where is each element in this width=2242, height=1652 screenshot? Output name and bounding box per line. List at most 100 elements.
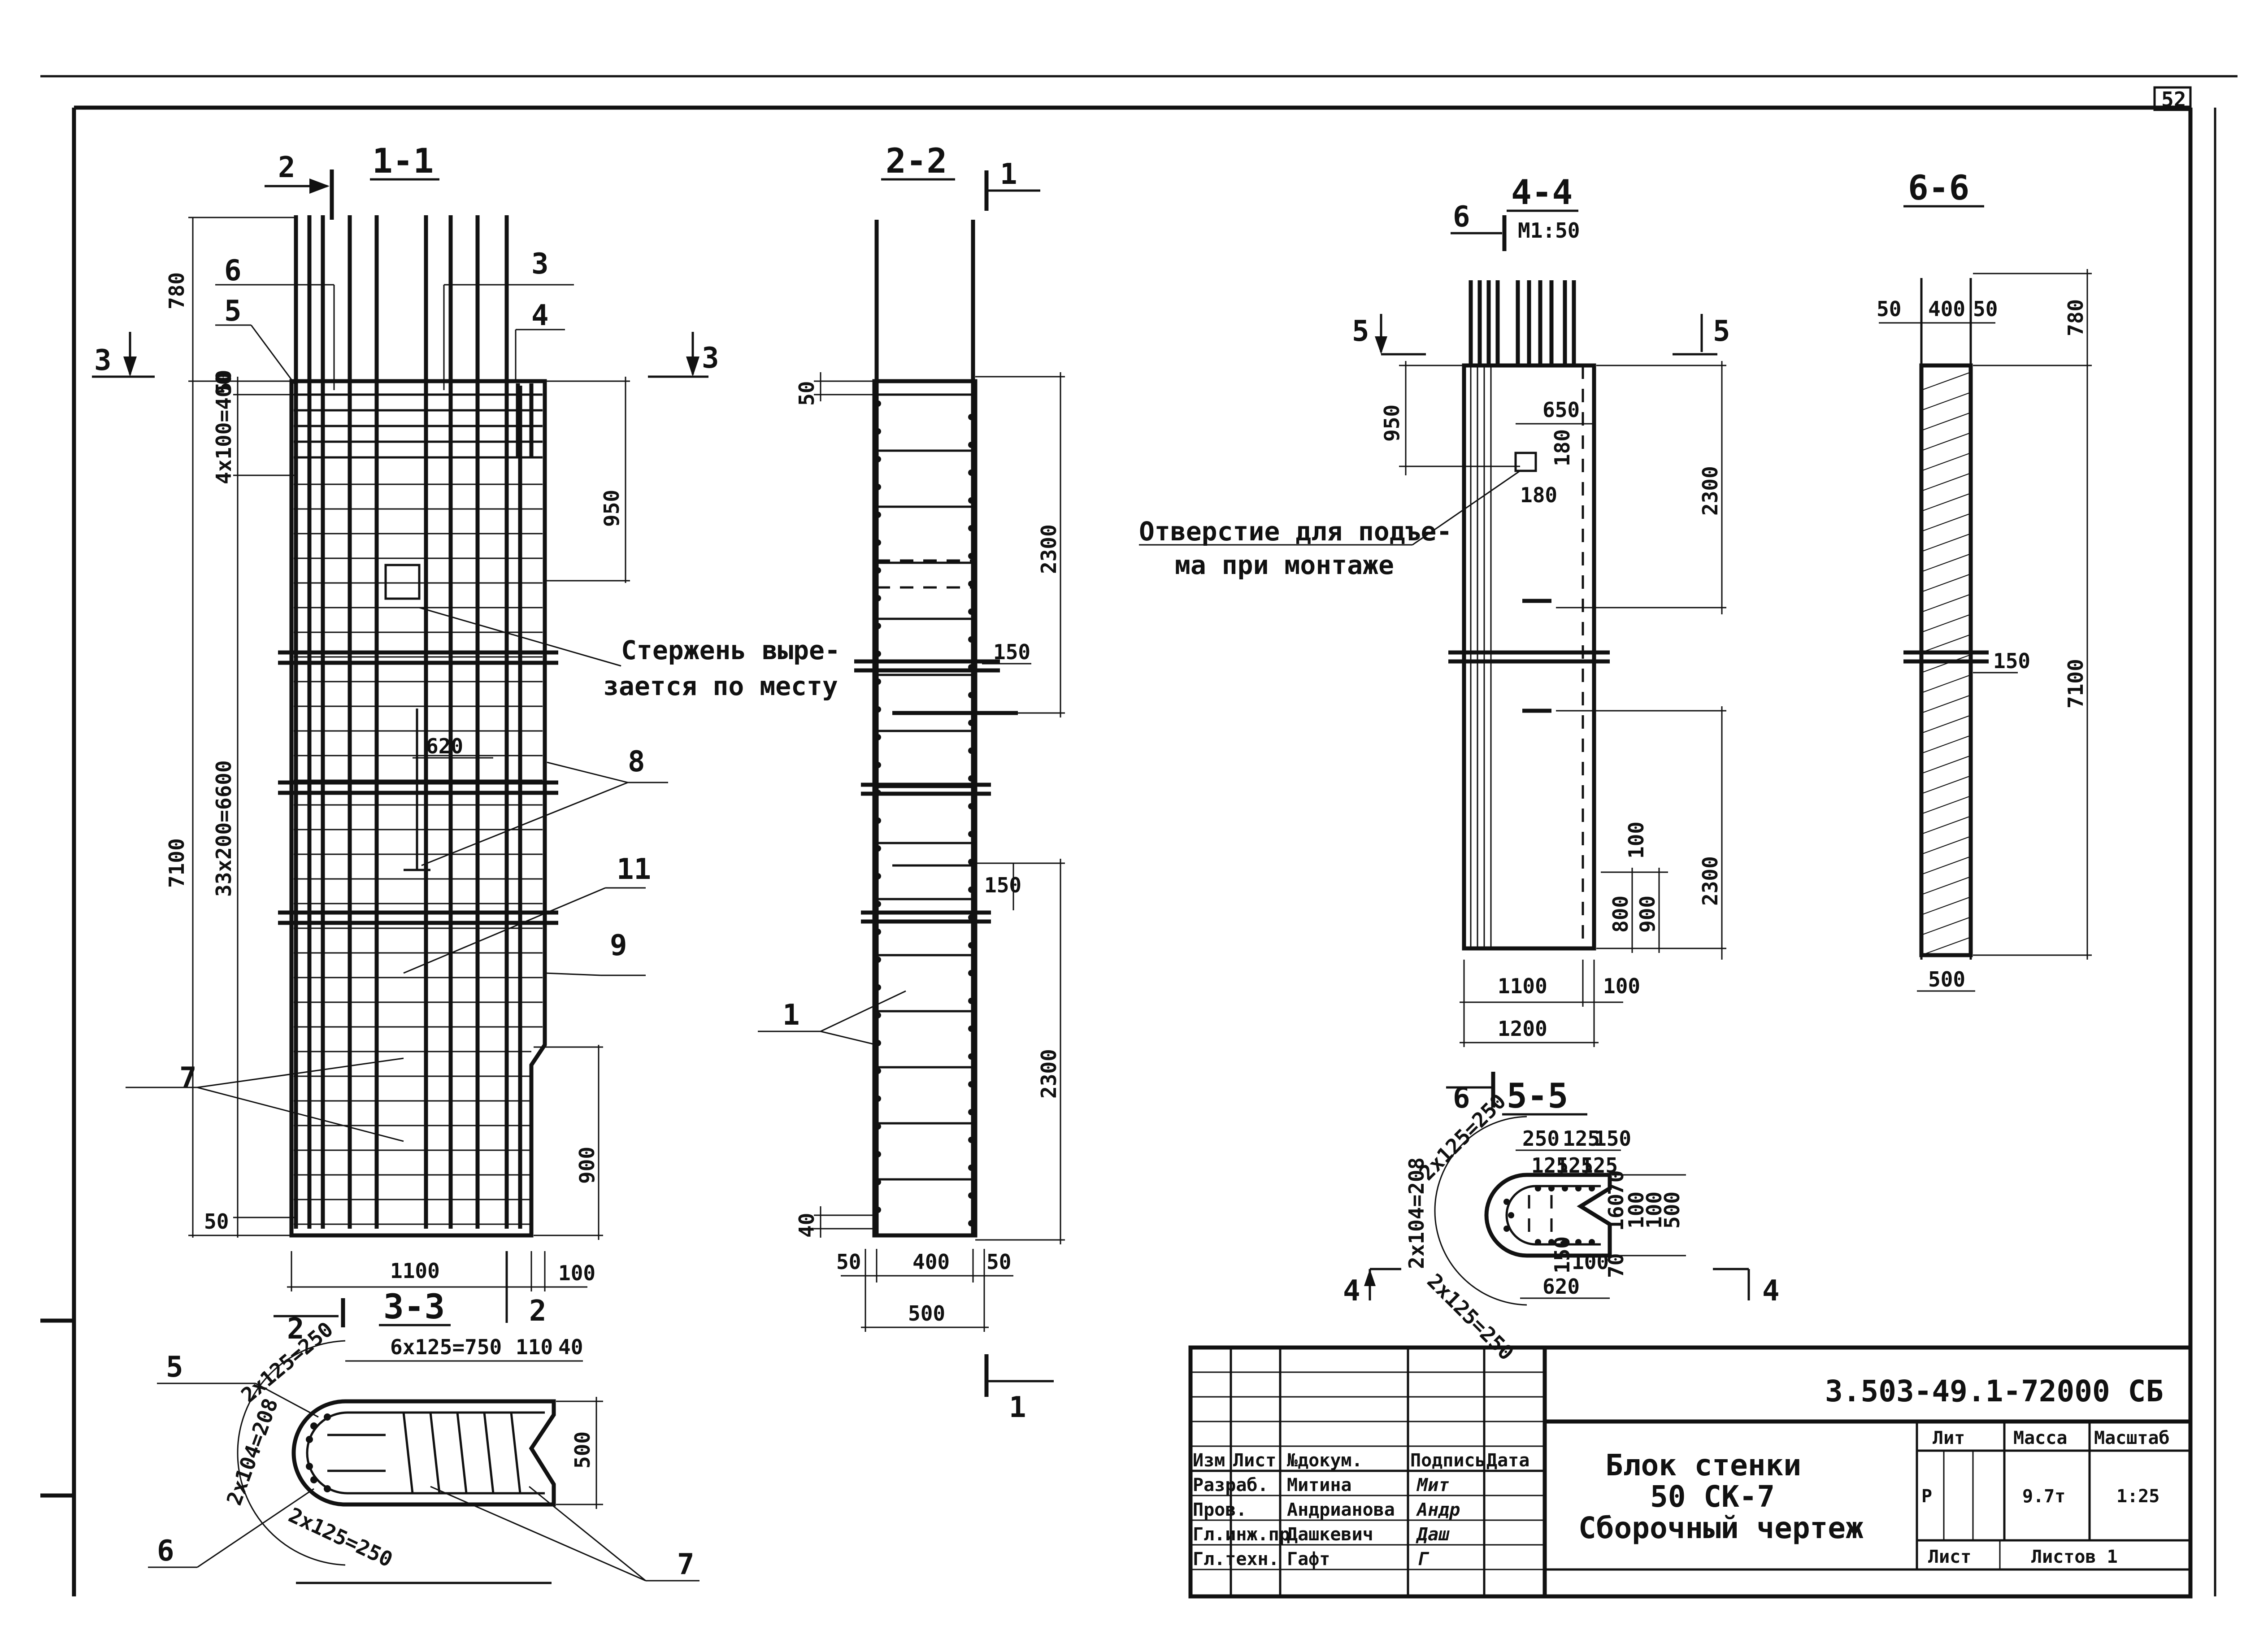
rebar-dot <box>310 1422 317 1430</box>
section-hatch <box>1921 372 1971 956</box>
rebar-dot <box>875 1096 881 1102</box>
hatch-line <box>1921 715 1971 734</box>
dim-66-500: 500 <box>1928 967 1965 991</box>
dim-66-7100: 7100 <box>2064 659 2088 709</box>
hatch-line <box>1921 473 1971 491</box>
role-checker: Пров. <box>1193 1500 1247 1520</box>
sign-developer: Мит <box>1416 1475 1449 1495</box>
rebar-dot <box>968 803 974 809</box>
rebar-dot <box>968 1053 974 1060</box>
role-developer: Разраб. <box>1193 1475 1269 1495</box>
dim-44-2300-top: 2300 <box>1698 466 1722 516</box>
section-title-3-3: 3-3 <box>383 1287 445 1326</box>
rebar-dot <box>968 442 974 448</box>
dim-22-50-top: 50 <box>795 381 819 406</box>
hatch-line <box>1921 695 1971 713</box>
rebar-dot <box>1535 1239 1541 1245</box>
dim-55-250-bottom: 2x125=250 <box>1422 1269 1518 1365</box>
dim-33-500: 500 <box>570 1431 595 1469</box>
hatch-line <box>1921 836 1971 855</box>
dim-66-780: 780 <box>2064 299 2088 336</box>
cut-mark-1-top: 1 <box>1000 158 1017 191</box>
hatch-line <box>1921 755 1971 774</box>
callout-11-7: 7 <box>179 1061 197 1095</box>
hatch-line <box>1921 937 1971 956</box>
dim-22-150-a: 150 <box>993 640 1030 664</box>
dim-11-1100: 1100 <box>390 1259 440 1283</box>
stirrup-line <box>402 1412 414 1494</box>
rebar-dot <box>1548 1185 1555 1191</box>
view-3-3: 3-3 2 2x125=250 6x125=750 110 40 500 2x1… <box>148 1287 700 1584</box>
rebar-dot <box>968 1192 974 1199</box>
rebar-dot <box>875 1207 881 1213</box>
dim-55-125-b: 125 <box>1531 1153 1569 1178</box>
dim-55-125-a: 125 <box>1563 1126 1600 1151</box>
rebar-dot <box>968 525 974 531</box>
role-chief-technologist: Гл.техн. <box>1193 1549 1279 1569</box>
callout-33-5: 5 <box>166 1351 183 1384</box>
header-doc: №докум. <box>1287 1450 1363 1471</box>
rebar-dot <box>1508 1212 1514 1218</box>
sheet-label: Лист <box>1928 1547 1971 1567</box>
rebar-dots <box>306 1413 331 1492</box>
rebar-dot <box>1503 1226 1510 1232</box>
rebar-dot <box>968 636 974 643</box>
section-title-6-6: 6-6 <box>1908 168 1969 208</box>
rebar-dot <box>968 998 974 1004</box>
dim-55-100-a: 100 <box>1624 1191 1648 1229</box>
rebar-dot <box>968 553 974 559</box>
dim-66-50-right: 50 <box>1973 297 1998 321</box>
rebar-dot <box>968 692 974 698</box>
rebar-dot <box>875 734 881 740</box>
stirrup-line <box>510 1412 521 1494</box>
callout-11-9: 9 <box>610 929 627 962</box>
rebar-dot <box>875 595 881 601</box>
stirrup-line <box>456 1412 468 1494</box>
hatch-line <box>1921 796 1971 814</box>
rebar-dot <box>1535 1185 1541 1191</box>
rebar-dot <box>968 497 974 504</box>
dim-66-400: 400 <box>1928 297 1965 321</box>
dim-55-100-b: 100 <box>1642 1191 1666 1229</box>
rebar-dot <box>1562 1239 1568 1245</box>
rebar-dot <box>968 470 974 476</box>
dim-66-150: 150 <box>1993 649 2030 673</box>
name-chief-engineer: Дашкевич <box>1287 1524 1373 1545</box>
hatch-line <box>1921 594 1971 613</box>
scale-header: Масштаб <box>2094 1428 2170 1448</box>
rebar-dot <box>875 567 881 574</box>
rebar-dot <box>968 942 974 948</box>
mass-header: Масса <box>2013 1428 2067 1448</box>
rebar-dot <box>1589 1185 1595 1191</box>
cut-mark-2-top: 2 <box>278 151 295 184</box>
dim-44-2300-bottom: 2300 <box>1698 856 1722 906</box>
hatch-line <box>1921 493 1971 512</box>
rebar-dot <box>1589 1239 1595 1245</box>
note-lifting-hole-line2: ма при монтаже <box>1175 550 1394 580</box>
dim-22-500: 500 <box>908 1301 945 1326</box>
dim-66-50-left: 50 <box>1877 297 1901 321</box>
dim-11-400: 4x100=400 <box>212 373 236 484</box>
callout-11-11: 11 <box>617 853 651 886</box>
hatch-line <box>1921 634 1971 653</box>
hatch-line <box>1921 432 1971 451</box>
dim-11-100: 100 <box>558 1261 595 1285</box>
dim-44-900: 900 <box>1635 896 1660 933</box>
rebar-dot <box>306 1436 313 1443</box>
lit-value: Р <box>1921 1486 1932 1507</box>
rebar-dot <box>968 1137 974 1143</box>
rebar-dots <box>875 400 974 1226</box>
dim-33-750: 6x125=750 <box>390 1335 502 1359</box>
rebar-dot <box>875 512 881 518</box>
rebar-dot <box>306 1463 313 1470</box>
dim-44-100-v: 100 <box>1624 822 1648 859</box>
note-lifting-hole-line1: Отверстие для подъе- <box>1139 516 1452 547</box>
hatch-line <box>1921 574 1971 592</box>
header-sign: Подпись <box>1410 1450 1486 1471</box>
rebar-dot <box>875 539 881 546</box>
rebar-dot <box>968 414 974 420</box>
name-chief-technologist: Гафт <box>1287 1549 1330 1569</box>
rebar-dot <box>875 873 881 879</box>
rebar-dot <box>968 720 974 726</box>
rebar-dot <box>875 623 881 629</box>
